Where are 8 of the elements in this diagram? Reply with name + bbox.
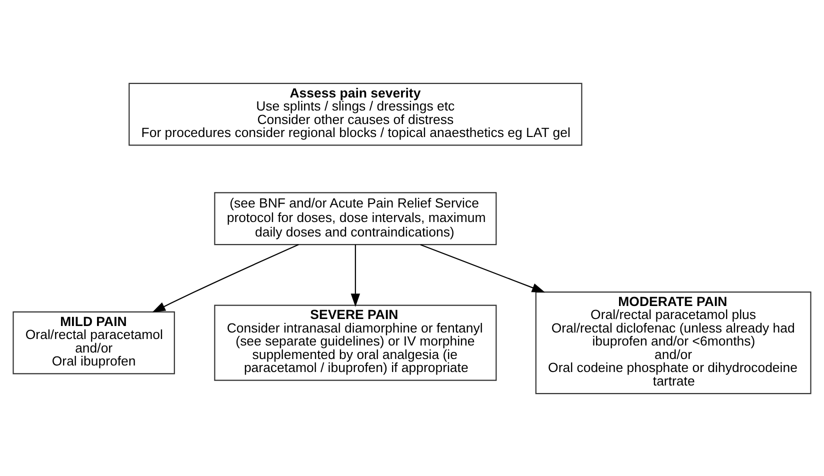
node-box: MILD PAIN Oral/rectal paracetamol and/or Oral ibuprofen [12,310,175,374]
node-box: SEVERE PAIN Consider intranasal diamorphine or fentanyl (see separate guidelines) or IV morphine supplemented by oral analgesia (ie paracetamol / ibuprofen) if appropriate [214,304,497,380]
node-box: (see BNF and/or Acute Pain Relief Service protocol for doses, dose intervals, maximum daily doses and contraindications) [214,192,497,245]
arrow [350,244,360,306]
arrow [152,244,299,312]
arrow [420,244,546,292]
node-box: MODERATE PAIN Oral/rectal paracetamol plus Oral/rectal diclofenac (unless already had ibuprofen and/or <6months) and/or Oral codeine phosphate or dihydrocodeine tartrate [535,290,812,394]
node-box: Assess pain severity Use splints / slings / dressings etc Consider other causes of distress For procedures consider regional blocks / topical anaesthetics eg LAT gel [128,82,582,146]
